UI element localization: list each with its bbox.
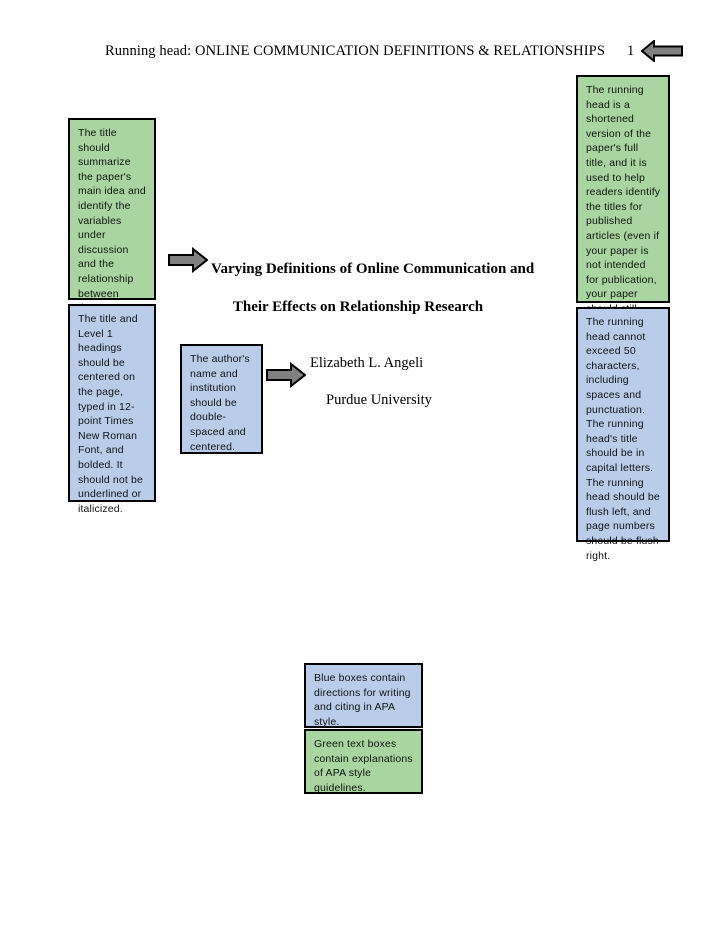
callout-author-blue: The author's name and institution should… bbox=[180, 344, 263, 454]
page-number: 1 bbox=[627, 42, 635, 59]
callout-running-head-blue: The running head cannot exceed 50 charac… bbox=[576, 307, 670, 562]
running-head-row: Running head: ONLINE COMMUNICATION DEFIN… bbox=[105, 40, 684, 62]
callout-title-blue: The title and Level 1 headings should be… bbox=[68, 304, 156, 515]
paper-title: Varying Definitions of Online Communicat… bbox=[211, 250, 541, 326]
paper-title-line-2: Their Effects on Relationship Research bbox=[232, 299, 484, 315]
callout-title-green: The title should summarize the paper's m… bbox=[68, 118, 156, 314]
arrow-right-icon-author bbox=[266, 361, 307, 393]
author-name: Elizabeth L. Angeli bbox=[310, 355, 424, 371]
arrow-left-icon bbox=[641, 40, 684, 62]
arrow-right-icon-title bbox=[168, 246, 209, 278]
paper-byline: Elizabeth L. Angeli Purdue University bbox=[310, 345, 570, 419]
callout-running-head-green: The running head is a shortened version … bbox=[576, 75, 670, 344]
legend-blue-boxes: Blue boxes contain directions for writin… bbox=[304, 663, 423, 728]
author-institution: Purdue University bbox=[326, 392, 432, 408]
running-head-text: Running head: ONLINE COMMUNICATION DEFIN… bbox=[105, 42, 605, 59]
legend-green-boxes: Green text boxes contain explanations of… bbox=[304, 729, 423, 794]
paper-title-line-1: Varying Definitions of Online Communicat… bbox=[211, 261, 535, 277]
